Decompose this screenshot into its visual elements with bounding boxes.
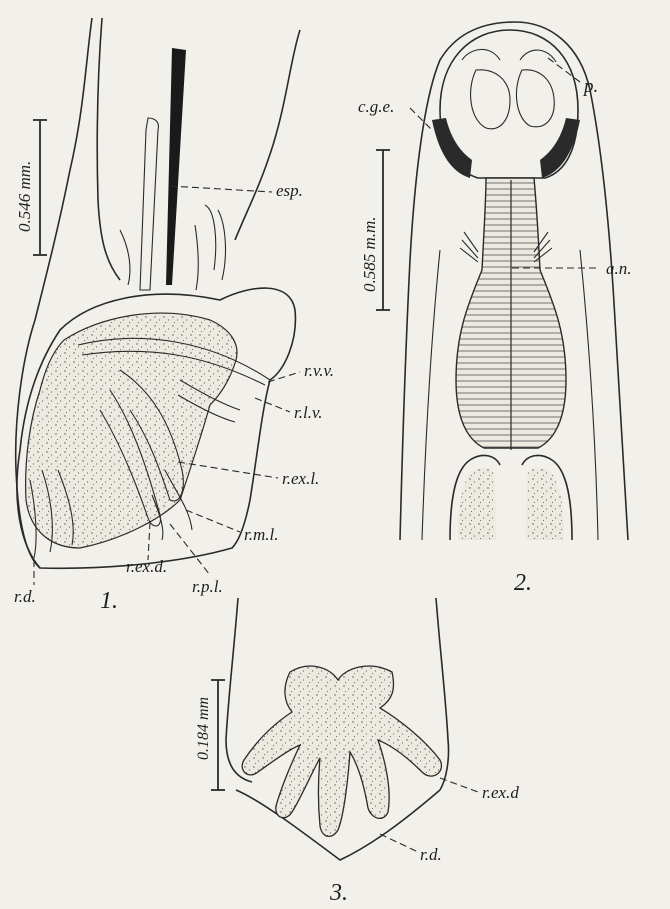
label-p: p. [582, 76, 598, 97]
scale-label-1: 0.546 mm. [15, 161, 34, 232]
spicule [166, 48, 186, 285]
label-esp: esp. [276, 181, 303, 200]
label-an: a.n. [606, 259, 632, 278]
figure-number-3: 3. [329, 880, 348, 906]
figure-2 [400, 22, 628, 540]
scale-label-2: 0.585 m.m. [360, 216, 379, 292]
label-rd-3: r.d. [420, 845, 442, 864]
label-rml: r.m.l. [244, 525, 278, 544]
label-rlv: r.l.v. [294, 403, 323, 422]
label-cge: c.g.e. [358, 97, 394, 116]
label-rexl: r.ex.l. [282, 469, 319, 488]
label-rd-1: r.d. [14, 587, 36, 606]
label-rpl: r.p.l. [192, 577, 223, 596]
figure-1 [16, 18, 300, 568]
scale-bar-1 [33, 120, 47, 255]
label-rexd-3: r.ex.d [482, 783, 519, 802]
scale-label-3: 0.184 mm [195, 697, 212, 760]
figure-3 [226, 598, 449, 860]
figure-number-2: 2. [514, 570, 532, 596]
scale-bar-3 [211, 680, 225, 790]
figure-number-1: 1. [100, 588, 118, 614]
label-rvv: r.v.v. [304, 361, 334, 380]
label-rexd-1: r.ex.d. [126, 557, 167, 576]
